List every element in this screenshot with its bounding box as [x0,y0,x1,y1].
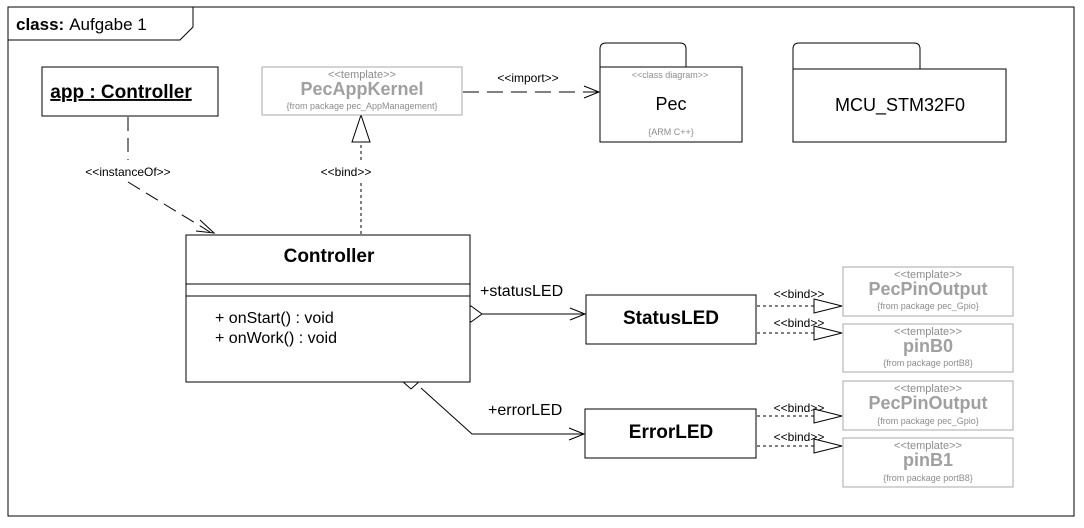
template-pin-b1[interactable]: <<template>> pinB1 {from package portB8} [842,437,1014,488]
error-bind-label-2: <<bind>> [774,430,825,444]
controller-name: Controller [284,246,375,267]
pec-folder-shape [599,42,743,143]
controller-operation-onwork: + onWork() : void [215,330,337,347]
kernel-from: {from package pec_AppManagement} [286,101,437,111]
template-pin-b0[interactable]: <<template>> pinB0 {from package portB8} [842,323,1014,373]
mcu-name: MCU_STM32F0 [835,95,965,116]
error-association-arrowhead [568,427,586,441]
status-association-arrowhead [569,307,587,321]
status-bind-arrowhead-1 [813,298,843,314]
class-status-led[interactable]: StatusLED [585,294,757,345]
package-mcu-stm32f0[interactable]: MCU_STM32F0 [792,42,1007,143]
error-bind-label-1: <<bind>> [774,401,825,415]
kernel-stereotype: <<template>> [328,69,396,81]
diagram-frame [7,6,1075,517]
instance-of-line [127,117,211,233]
template-stereotype: <<template>> [894,440,962,452]
pec-name: Pec [655,94,686,114]
template-from: {from package pec_Gpio} [877,416,979,426]
frame-tab [8,7,194,41]
template-from: {from package pec_Gpio} [877,301,979,311]
template-pec-pin-output-status[interactable]: <<template>> PecPinOutput {from package … [842,266,1014,317]
pec-stereotype: <<class diagram>> [632,70,709,80]
controller-operation-onstart: + onStart() : void [215,310,334,327]
instance-of-label: <<instanceOf>> [85,165,170,179]
import-arrowhead [583,85,601,99]
kernel-bind-label: <<bind>> [321,165,372,179]
template-name: pinB0 [903,336,953,356]
instance-of-arrowhead [195,219,216,234]
error-led-name: ErrorLED [629,422,713,443]
template-box [842,323,1014,373]
import-label: <<import>> [497,71,558,85]
class-error-led[interactable]: ErrorLED [584,408,757,459]
status-role-label: +statusLED [480,283,563,300]
pec-tag: {ARM C++} [648,127,694,137]
controller-box [185,234,471,383]
error-led-box [584,408,757,459]
error-role-label: +errorLED [488,402,562,419]
kernel-name: PecAppKernel [300,79,423,99]
template-name: PecPinOutput [868,279,987,299]
error-bind-arrowhead-2 [813,438,843,454]
instance-label: app : Controller [50,82,192,103]
instance-box [41,66,219,117]
class-controller[interactable]: Controller + onStart() : void + onWork()… [185,234,471,383]
package-pec[interactable]: <<class diagram>> Pec {ARM C++} [599,42,743,143]
error-association-line [420,387,583,435]
template-pec-pin-output-error[interactable]: <<template>> PecPinOutput {from package … [842,380,1014,431]
template-name: pinB1 [903,450,953,470]
status-led-box [585,294,757,345]
template-from: {from package portB8} [883,473,973,483]
status-bind-label-1: <<bind>> [774,287,825,301]
instance-app-controller[interactable]: app : Controller [41,66,219,117]
template-stereotype: <<template>> [894,383,962,395]
template-box [842,266,1014,317]
status-bind-label-2: <<bind>> [774,316,825,330]
kernel-bind-arrowhead [351,113,371,143]
mcu-folder-shape [792,42,1007,143]
template-from: {from package portB8} [883,358,973,368]
status-bind-arrowhead-2 [813,325,843,341]
frame-title: class:Aufgabe 1 [16,15,147,34]
template-stereotype: <<template>> [894,269,962,281]
template-box [842,437,1014,488]
template-box [842,380,1014,431]
template-stereotype: <<template>> [894,326,962,338]
status-led-name: StatusLED [623,308,719,329]
error-bind-arrowhead-1 [813,408,843,424]
template-pec-app-kernel[interactable]: <<template>> PecAppKernel {from package … [261,66,463,116]
template-name: PecPinOutput [868,393,987,413]
kernel-box [261,66,463,116]
